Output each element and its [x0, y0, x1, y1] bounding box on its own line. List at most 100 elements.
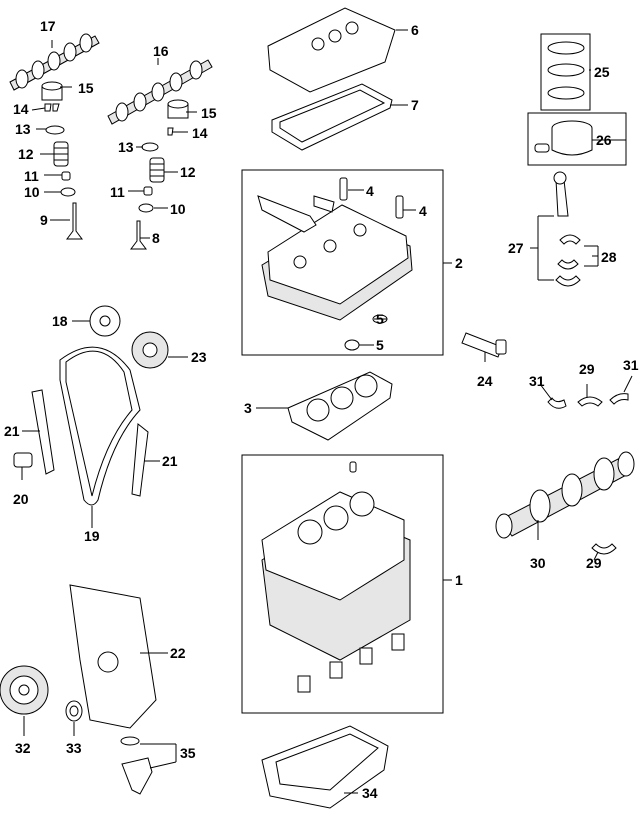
callout-20: 20 — [13, 491, 29, 507]
callout-26: 26 — [596, 132, 612, 148]
callout-28: 28 — [601, 249, 617, 265]
callout-21: 21 — [162, 453, 178, 469]
valve-retainer-left — [45, 125, 65, 135]
chain-tensioner — [13, 452, 33, 468]
camshaft-bracket — [257, 195, 317, 233]
main-bearing-lower — [591, 543, 617, 555]
leader-lines — [21, 29, 633, 794]
oil-pump-o-ring — [120, 736, 140, 746]
callout-10: 10 — [24, 184, 40, 200]
piston — [534, 120, 593, 156]
callout-3: 3 — [244, 400, 252, 416]
cam-seal-b — [344, 339, 360, 351]
head-stud-a — [339, 177, 348, 201]
timing-cover — [69, 584, 157, 729]
intake-camshaft — [9, 33, 100, 91]
cylinder-head — [261, 204, 413, 321]
callout-35: 35 — [180, 745, 196, 761]
callout-14: 14 — [192, 125, 208, 141]
piston-rings — [547, 41, 585, 100]
valve-retainer-right — [141, 142, 159, 152]
rod-bearing-upper — [559, 234, 581, 245]
valve-right — [130, 220, 147, 250]
camshaft-cap — [313, 195, 335, 213]
callout-15: 15 — [78, 80, 94, 96]
valve-keeper-right — [167, 127, 174, 136]
spring-seat-right — [138, 203, 154, 213]
callout-4: 4 — [419, 203, 427, 219]
timing-chain — [59, 346, 141, 506]
valve-seal-right — [143, 186, 153, 196]
callout-24: 24 — [477, 373, 493, 389]
valve-left — [66, 202, 83, 240]
callout-22: 22 — [170, 645, 186, 661]
head-stud-b — [395, 195, 404, 219]
main-bearing-caps — [297, 633, 405, 693]
callout-12: 12 — [18, 146, 34, 162]
callout-13: 13 — [15, 121, 31, 137]
callout-labels: 17 16 15 15 14 14 13 13 12 12 11 11 10 1… — [4, 18, 639, 801]
oil-control-valve — [461, 332, 507, 358]
engine-block-frame — [241, 454, 444, 714]
valve-spring-left — [53, 141, 69, 167]
callout-33: 33 — [66, 740, 82, 756]
callout-11: 11 — [110, 184, 125, 200]
oil-pan — [261, 725, 389, 809]
callout-15: 15 — [201, 105, 217, 121]
callout-5: 5 — [376, 311, 384, 327]
callout-32: 32 — [15, 740, 31, 756]
callout-13: 13 — [118, 139, 134, 155]
callout-21: 21 — [4, 423, 20, 439]
callout-1: 1 — [455, 572, 463, 588]
crankshaft-front-seal — [65, 700, 83, 722]
callout-27: 27 — [508, 240, 524, 256]
crankshaft-pulley — [0, 665, 49, 715]
callout-16: 16 — [153, 43, 169, 59]
callout-12: 12 — [180, 164, 196, 180]
spring-seat-left — [60, 187, 76, 197]
callout-4: 4 — [366, 183, 374, 199]
callout-5: 5 — [376, 337, 384, 353]
callout-2: 2 — [455, 255, 463, 271]
callout-11: 11 — [24, 168, 39, 184]
rod-bearing-lower — [557, 259, 579, 270]
exhaust-camshaft — [107, 59, 213, 125]
valve-seal-left — [61, 171, 71, 181]
lifter-bucket-left — [41, 81, 63, 101]
thrust-washer-right — [609, 393, 629, 405]
callout-14: 14 — [13, 101, 29, 117]
head-gasket — [287, 371, 393, 441]
camshaft-sprocket — [89, 305, 121, 337]
crankshaft — [495, 451, 635, 539]
callout-9: 9 — [40, 212, 48, 228]
oil-pump-bracket — [121, 757, 153, 795]
callout-31: 31 — [529, 373, 545, 389]
callout-19: 19 — [84, 528, 100, 544]
callout-8: 8 — [152, 230, 160, 246]
callout-29: 29 — [586, 555, 602, 571]
callout-25: 25 — [594, 64, 610, 80]
callout-7: 7 — [411, 97, 419, 113]
lifter-bucket-right — [167, 99, 189, 119]
callout-18: 18 — [52, 313, 68, 329]
main-bearing-upper — [577, 396, 603, 407]
valve-cover-gasket — [271, 83, 393, 151]
connecting-rod — [553, 171, 569, 217]
callout-17: 17 — [40, 18, 56, 34]
valve-cover — [267, 7, 396, 93]
callout-29: 29 — [579, 361, 595, 377]
chain-guide-left — [31, 389, 55, 475]
callout-34: 34 — [362, 785, 378, 801]
thrust-washer-left — [547, 397, 567, 409]
callout-31: 31 — [623, 357, 639, 373]
rod-cap — [555, 275, 581, 287]
chain-guide-right — [131, 423, 149, 497]
valve-spring-right — [149, 157, 165, 183]
engine-block — [261, 461, 411, 661]
callout-30: 30 — [530, 555, 546, 571]
piston-frame — [527, 112, 627, 166]
callout-10: 10 — [170, 201, 186, 217]
vvt-actuator — [131, 331, 169, 369]
valve-keeper-left — [44, 103, 60, 112]
